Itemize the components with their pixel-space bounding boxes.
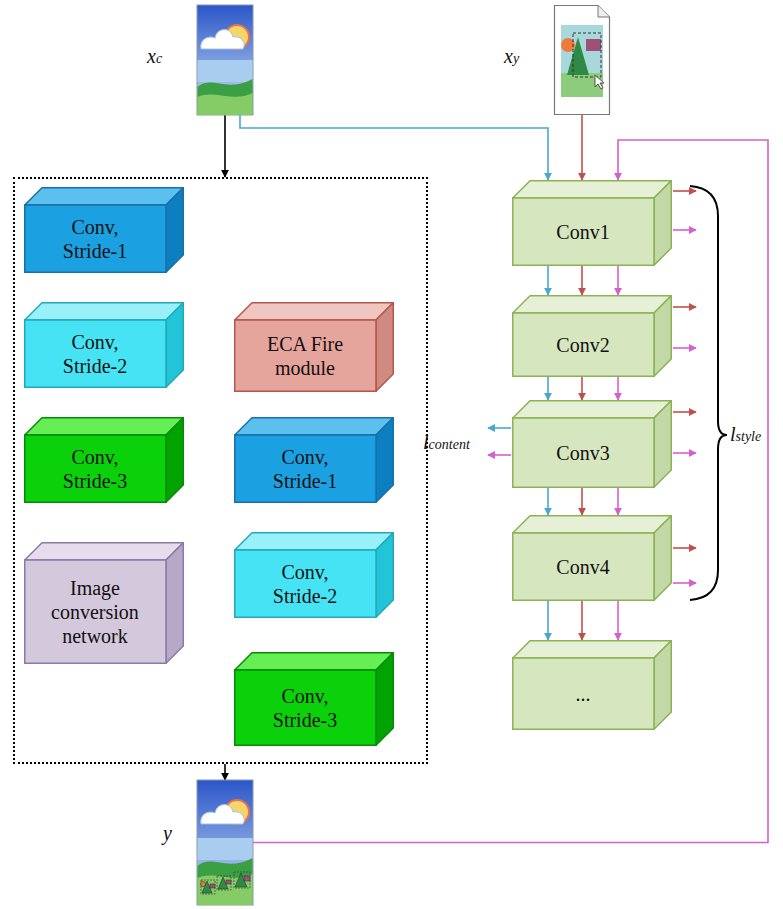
content-image: xc: [197, 5, 253, 115]
image-label: y: [163, 822, 172, 845]
connector-arrow: [547, 266, 549, 295]
network-block: Image conversion network: [24, 542, 184, 664]
box-label: Conv, Stride-3: [255, 684, 355, 732]
conv-block: Conv, Stride-1: [24, 187, 184, 273]
connector-arrow: [617, 377, 619, 400]
vgg-layer: Conv2: [512, 295, 672, 377]
box-label: Conv4: [556, 555, 609, 579]
connector-arrow: [240, 115, 548, 180]
content-loss-label: lcontent: [423, 431, 470, 454]
box-label: Conv, Stride-2: [255, 560, 355, 608]
image-label: xc: [147, 45, 162, 68]
output-image: [197, 780, 253, 905]
connector-arrow: [617, 266, 619, 295]
box-text-area: Conv, Stride-3: [234, 670, 376, 746]
box-label: Conv, Stride-2: [45, 330, 145, 378]
connector-arrow: [581, 115, 583, 180]
connector-arrow: [617, 601, 619, 640]
box-text-area: Conv3: [512, 418, 654, 488]
style-loss-label: lstyle: [730, 423, 761, 446]
box-text-area: Conv1: [512, 198, 654, 266]
connector-arrow: [224, 764, 226, 780]
box-label: Conv1: [556, 220, 609, 244]
box-label: Conv3: [556, 441, 609, 465]
style-bracket: [690, 186, 727, 600]
box-label: Conv, Stride-1: [45, 215, 145, 263]
output-image: y: [197, 780, 253, 905]
box-text-area: Conv, Stride-2: [234, 550, 376, 618]
eca-fire-module: ECA Fire module: [234, 302, 394, 392]
box-text-area: Conv, Stride-3: [24, 435, 166, 503]
vgg-layer: ...: [512, 640, 672, 730]
style-image: xy: [554, 5, 610, 115]
style-document: [555, 6, 610, 115]
connector-arrow: [581, 377, 583, 400]
content-image: [197, 5, 253, 115]
connector-arrow: [581, 601, 583, 640]
box-label: Conv2: [556, 333, 609, 357]
connector-arrow: [617, 488, 619, 515]
box-text-area: Conv, Stride-2: [24, 320, 166, 388]
box-label: ...: [576, 682, 591, 706]
box-text-area: Conv, Stride-1: [234, 435, 376, 503]
conv-block: Conv, Stride-2: [234, 532, 394, 618]
connector-arrow: [547, 377, 549, 400]
box-outline: [512, 640, 672, 730]
vgg-layer: Conv1: [512, 180, 672, 266]
conv-block: Conv, Stride-2: [24, 302, 184, 388]
vgg-layer: Conv4: [512, 515, 672, 601]
connector-arrow: [547, 601, 549, 640]
box-text-area: ...: [512, 658, 654, 730]
box-text-area: Conv4: [512, 533, 654, 601]
connector-arrow: [224, 115, 226, 177]
conv-block: Conv, Stride-3: [234, 652, 394, 746]
box-label: Conv, Stride-3: [45, 445, 145, 493]
box-text-area: Image conversion network: [24, 560, 166, 664]
vgg-layer: Conv3: [512, 400, 672, 488]
box-text-area: Conv2: [512, 313, 654, 377]
box-label: Image conversion network: [40, 576, 150, 648]
box-text-area: Conv, Stride-1: [24, 205, 166, 273]
conv-block: Conv, Stride-1: [234, 417, 394, 503]
box-label: ECA Fire module: [250, 332, 360, 380]
network-frame: Conv, Stride-1Conv, Stride-2Conv, Stride…: [13, 177, 428, 764]
connector-arrow: [581, 488, 583, 515]
conv-block: Conv, Stride-3: [24, 417, 184, 503]
connector-arrow: [547, 488, 549, 515]
box-text-area: ECA Fire module: [234, 320, 376, 392]
image-label: xy: [504, 45, 519, 68]
box-label: Conv, Stride-1: [255, 445, 355, 493]
connector-arrow: [581, 266, 583, 295]
